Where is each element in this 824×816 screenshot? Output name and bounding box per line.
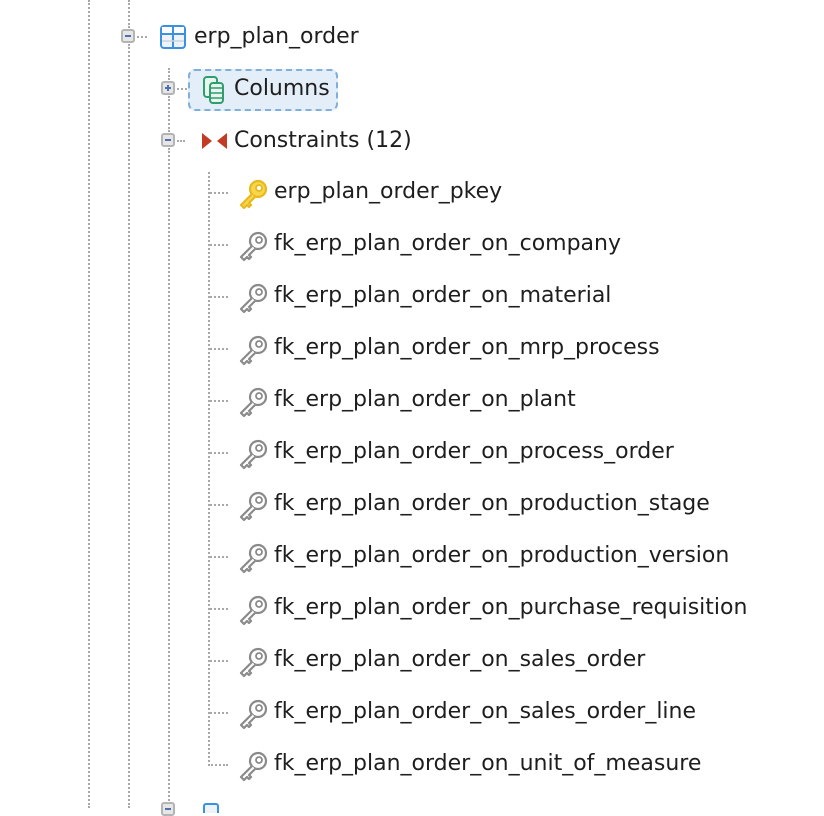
tree-connector bbox=[210, 452, 228, 454]
tree-connector bbox=[137, 36, 147, 38]
constraint-label: fk_erp_plan_order_on_process_order bbox=[274, 439, 674, 464]
constraint-label: fk_erp_plan_order_on_company bbox=[274, 231, 621, 256]
tree-guide-line bbox=[168, 96, 170, 132]
constraint-label: fk_erp_plan_order_on_material bbox=[274, 283, 612, 308]
tree-connector bbox=[177, 88, 187, 90]
tree-connector bbox=[210, 660, 228, 662]
constraint-label: fk_erp_plan_order_on_production_version bbox=[274, 543, 730, 568]
constraint-label: fk_erp_plan_order_on_purchase_requisitio… bbox=[274, 595, 748, 620]
constraint-label: fk_erp_plan_order_on_unit_of_measure bbox=[274, 751, 702, 776]
tree-guide-line bbox=[88, 0, 90, 808]
tree-connector bbox=[208, 764, 228, 766]
tree-guide-line bbox=[128, 44, 130, 808]
tree-node-label: erp_plan_order bbox=[194, 24, 359, 49]
tree-connector bbox=[210, 244, 228, 246]
collapse-toggle[interactable] bbox=[161, 133, 175, 147]
tree-connector bbox=[210, 504, 228, 506]
constraint-label: fk_erp_plan_order_on_sales_order_line bbox=[274, 699, 697, 724]
foreign-key-icon bbox=[239, 647, 268, 678]
tree-guide-line bbox=[128, 0, 130, 28]
tree-node-label: Constraints (12) bbox=[234, 128, 412, 153]
foreign-key-icon bbox=[239, 543, 268, 574]
collapse-toggle[interactable] bbox=[121, 29, 135, 43]
foreign-key-icon bbox=[239, 283, 268, 314]
foreign-key-icon bbox=[239, 335, 268, 366]
constraints-icon bbox=[202, 133, 227, 149]
columns-icon bbox=[203, 76, 224, 104]
tree-connector bbox=[210, 608, 228, 610]
tree-guide-line bbox=[168, 148, 170, 808]
expand-toggle[interactable] bbox=[161, 81, 175, 95]
foreign-key-icon bbox=[239, 491, 268, 522]
tree-connector bbox=[210, 712, 228, 714]
table-icon bbox=[203, 803, 219, 813]
constraint-label: erp_plan_order_pkey bbox=[274, 179, 503, 204]
foreign-key-icon bbox=[239, 439, 268, 470]
foreign-key-icon bbox=[239, 387, 268, 418]
tree-guide-line bbox=[168, 68, 170, 80]
tree-connector bbox=[210, 400, 228, 402]
foreign-key-icon bbox=[239, 595, 268, 626]
tree-guide-line bbox=[208, 172, 210, 766]
tree-connector bbox=[210, 296, 228, 298]
tree-connector bbox=[210, 192, 228, 194]
constraint-label: fk_erp_plan_order_on_mrp_process bbox=[274, 335, 660, 360]
tree-node-label: Columns bbox=[234, 76, 330, 101]
table-icon bbox=[160, 25, 186, 49]
collapse-toggle[interactable] bbox=[161, 802, 175, 816]
tree-connector bbox=[210, 556, 228, 558]
primary-key-icon bbox=[239, 179, 268, 210]
constraint-label: fk_erp_plan_order_on_production_stage bbox=[274, 491, 710, 516]
constraint-label: fk_erp_plan_order_on_sales_order bbox=[274, 647, 646, 672]
tree-connector bbox=[177, 140, 185, 142]
foreign-key-icon bbox=[239, 751, 268, 782]
foreign-key-icon bbox=[239, 231, 268, 262]
foreign-key-icon bbox=[239, 699, 268, 730]
constraint-label: fk_erp_plan_order_on_plant bbox=[274, 387, 576, 412]
tree-connector bbox=[210, 348, 228, 350]
